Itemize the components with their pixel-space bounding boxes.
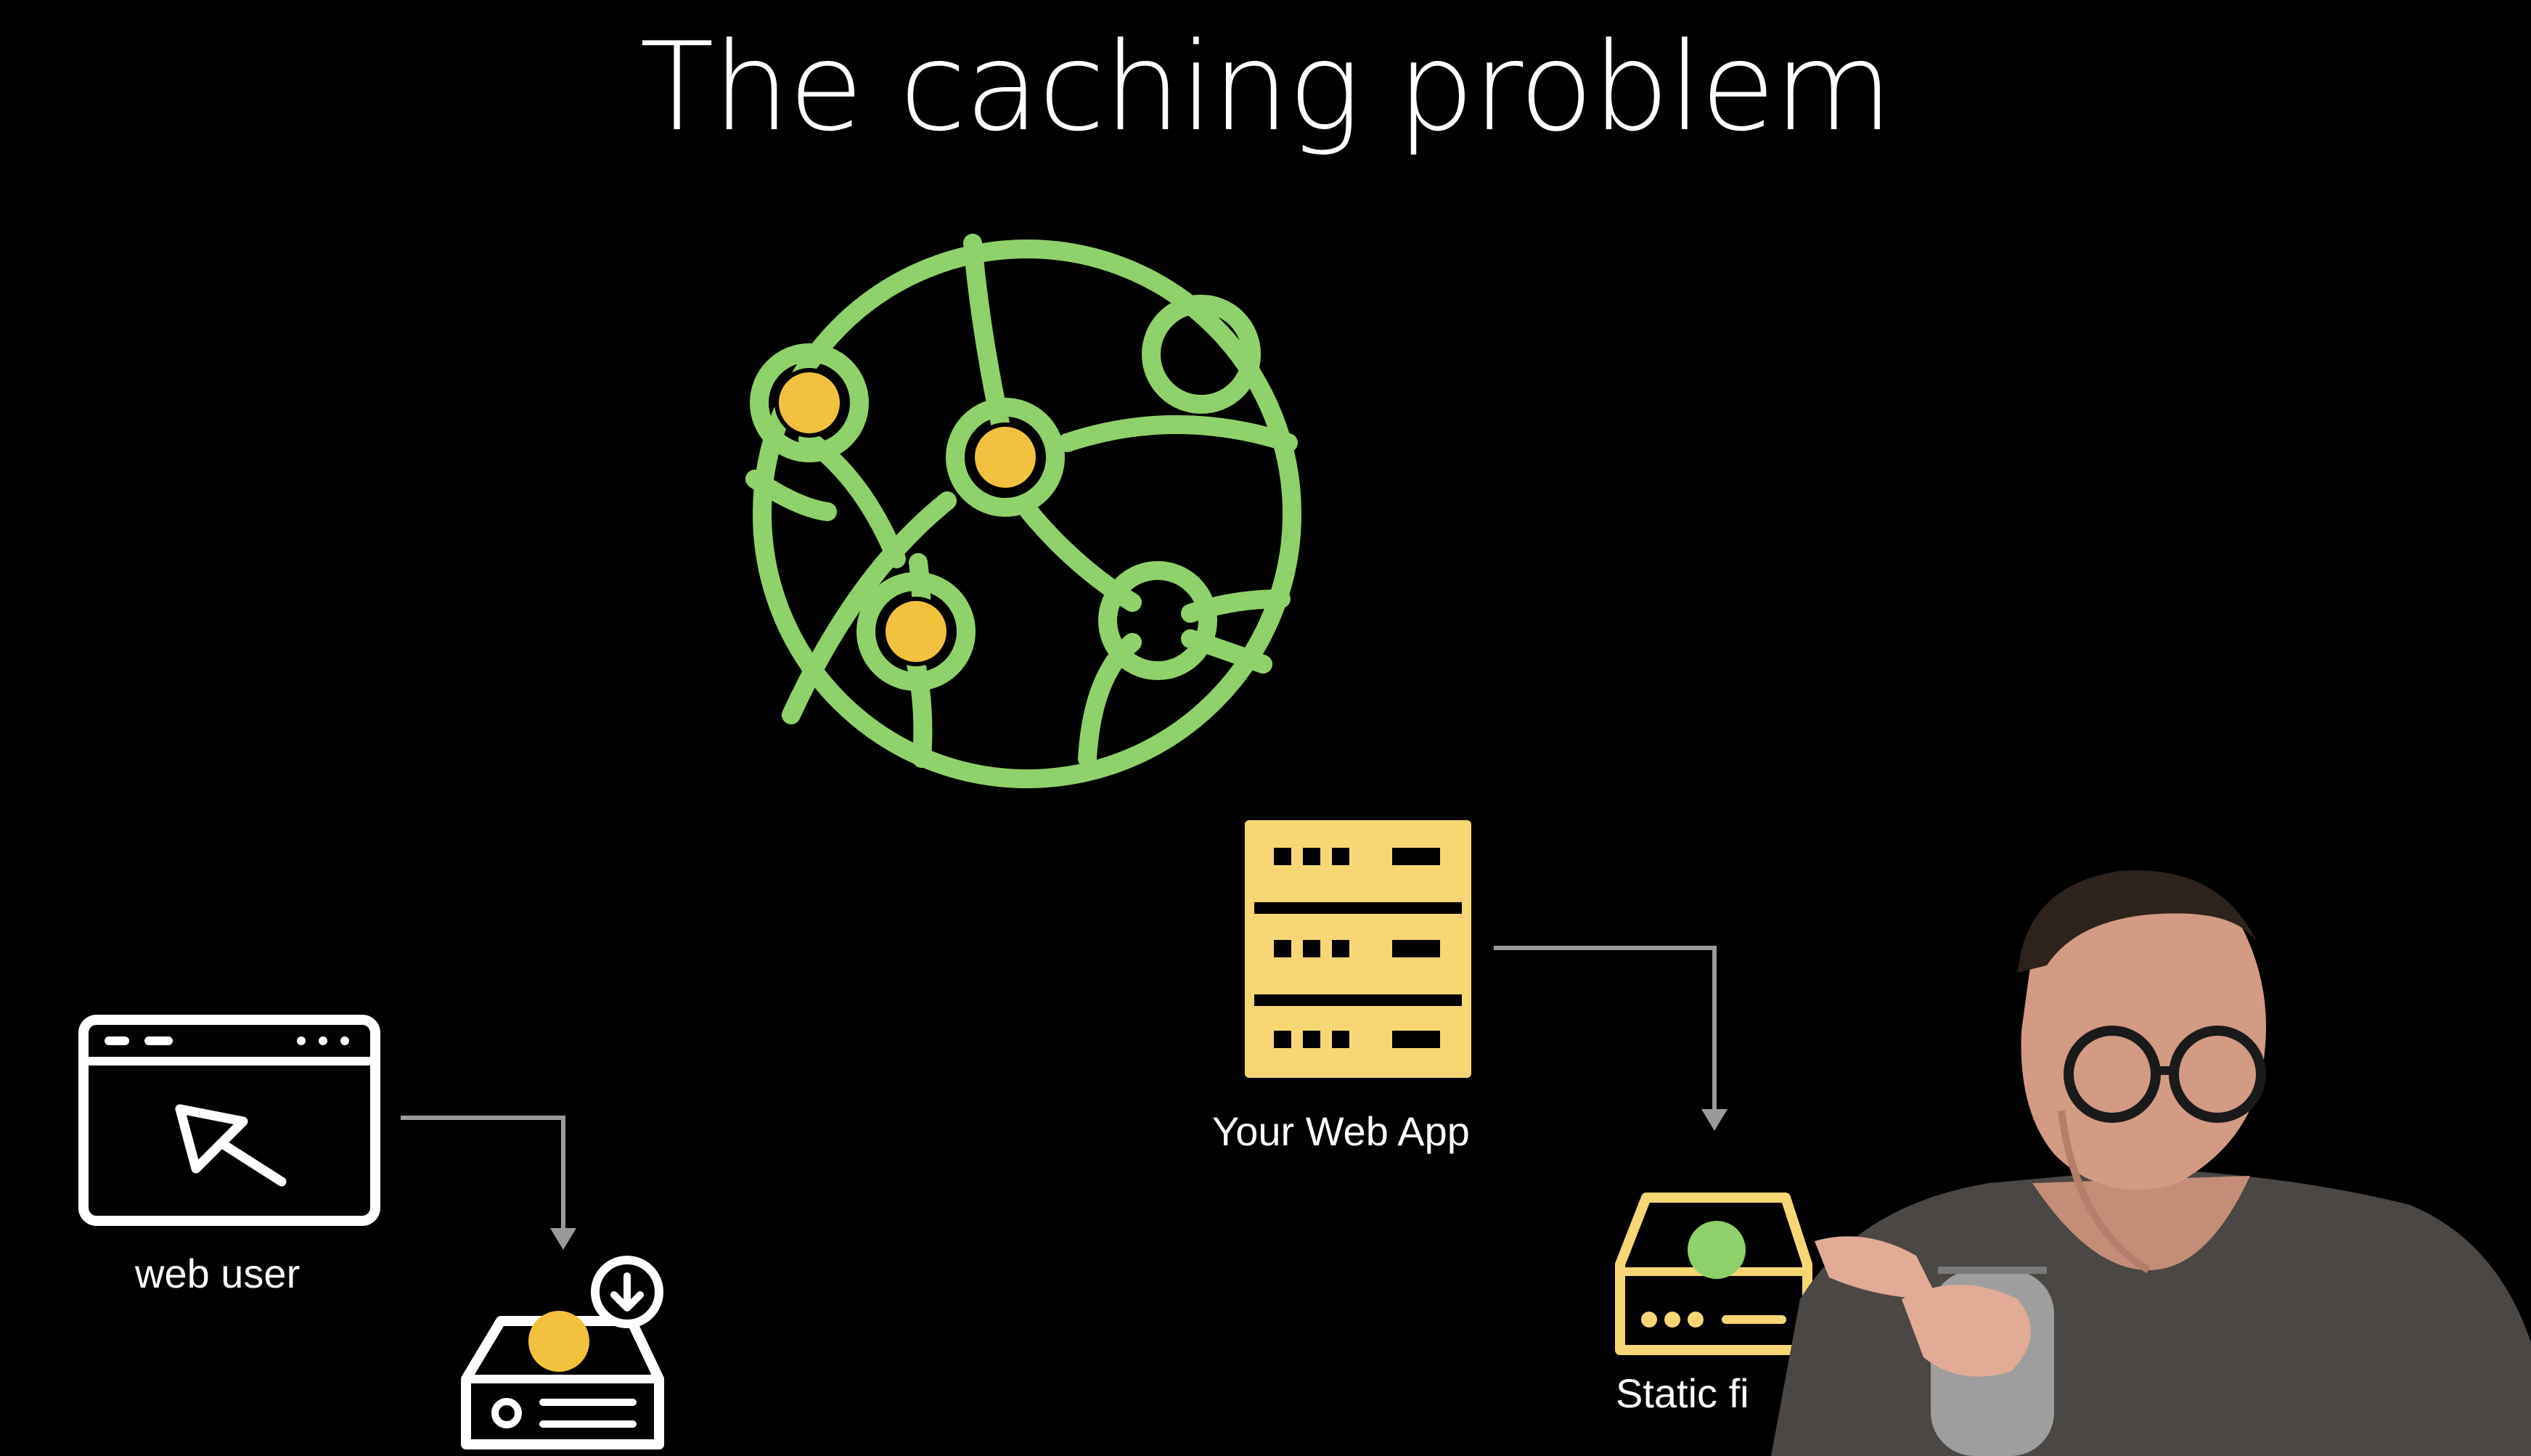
server-rack-icon [1245, 820, 1471, 1078]
download-drive-icon [461, 1256, 664, 1449]
cdn-globe-icon [745, 234, 1301, 788]
user-to-cache-arrow [401, 1116, 576, 1250]
web-app-label: Your Web App [1212, 1108, 1470, 1154]
cache-node-dot [970, 422, 1040, 492]
presenter-video-overlay [1771, 870, 2531, 1456]
slide-title: The caching problem [639, 16, 1893, 158]
browser-window-icon [78, 1015, 380, 1226]
storage-drive-icon [1615, 1193, 1812, 1355]
app-to-static-arrow [1494, 946, 1727, 1131]
cache-node-dot [881, 597, 951, 666]
cache-node-dots [774, 368, 1040, 666]
web-user-label: web user [135, 1251, 300, 1296]
static-files-label: Static fi [1616, 1370, 1749, 1416]
cache-node-dot [774, 368, 844, 438]
